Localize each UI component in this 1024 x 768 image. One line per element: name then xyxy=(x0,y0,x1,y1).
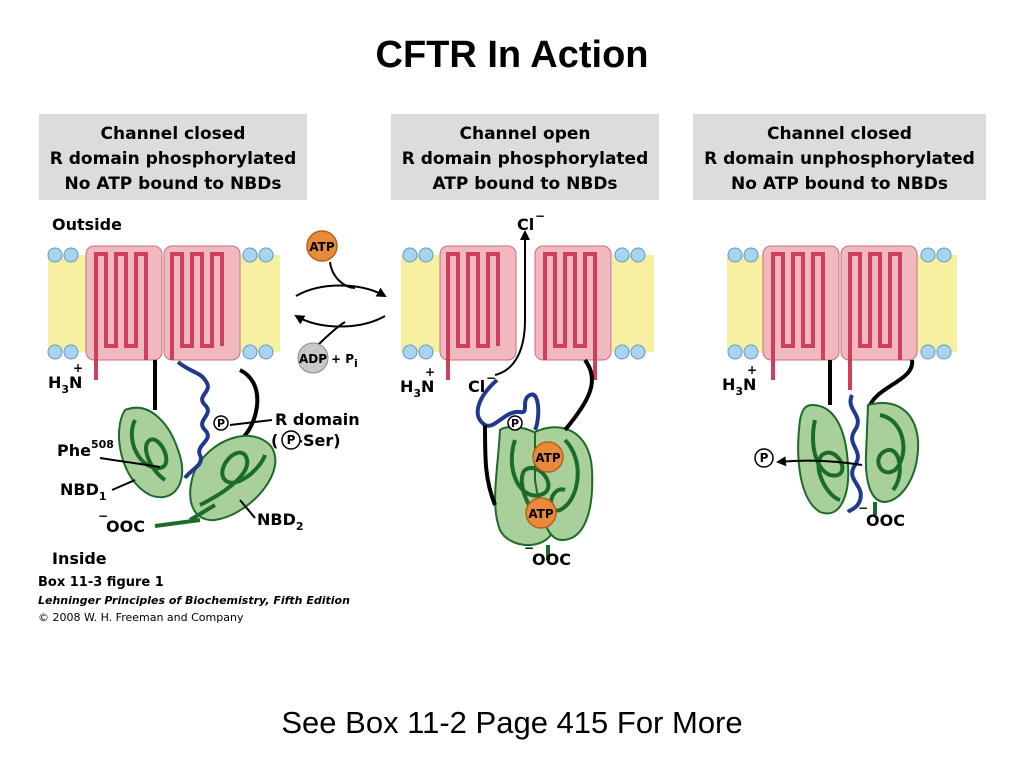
svg-text:P: P xyxy=(217,417,225,430)
outside-label: Outside xyxy=(52,215,122,234)
panel-header-line: ATP bound to NBDs xyxy=(432,174,618,194)
r-domain-label: R domain xyxy=(275,410,360,429)
svg-text:+: + xyxy=(747,363,757,377)
svg-text:P: P xyxy=(511,417,519,430)
reverse-arrow xyxy=(294,314,386,328)
adp-icon xyxy=(297,342,329,374)
transmembrane-helices xyxy=(170,252,224,360)
c-terminus-label: OOC xyxy=(866,511,905,530)
transmembrane-helices xyxy=(94,252,148,380)
phosphate-icon xyxy=(754,448,774,468)
chloride-out-label: Cl xyxy=(517,215,534,234)
lipid-bilayer xyxy=(47,247,280,360)
svg-text:−: − xyxy=(98,509,108,523)
svg-text:−: − xyxy=(524,541,534,555)
transmembrane-helices xyxy=(771,252,825,380)
svg-text:ATP: ATP xyxy=(535,451,561,465)
figure-caption-id: Box 11-3 figure 1 xyxy=(38,575,164,590)
panel-header-closed-phosphorylated: Channel closed R domain phosphorylated N… xyxy=(39,114,307,200)
svg-text:ATP: ATP xyxy=(528,507,554,521)
svg-text:ATP: ATP xyxy=(309,240,335,254)
equilibrium-arrows: ATP ADP + Pi xyxy=(294,230,387,374)
p-ser-label: (-Ser) xyxy=(271,431,341,450)
panel-header-line: R domain unphosphorylated xyxy=(704,149,975,169)
panel-header-line: No ATP bound to NBDs xyxy=(64,174,282,194)
phosphate-icon xyxy=(213,415,229,431)
slide-title: CFTR In Action xyxy=(375,34,649,76)
svg-text:ADP: ADP xyxy=(299,352,327,366)
r-domain xyxy=(846,394,863,514)
panel-header-line: No ATP bound to NBDs xyxy=(731,174,948,194)
panel-header-line: R domain phosphorylated xyxy=(401,149,649,169)
svg-text:P: P xyxy=(760,451,769,465)
c-terminus-label: OOC xyxy=(532,550,571,569)
figure-caption-source: Lehninger Principles of Biochemistry, Fi… xyxy=(38,594,350,607)
chloride-in-label: Cl xyxy=(468,377,485,396)
nbd1-label: NBD1 xyxy=(60,480,107,503)
phosphate-release-arrow xyxy=(776,456,863,467)
forward-arrow xyxy=(295,284,387,297)
svg-text:−: − xyxy=(535,209,545,223)
phosphate-icon xyxy=(281,430,301,450)
phosphate-icon xyxy=(507,415,523,431)
figure-caption-copyright: © 2008 W. H. Freeman and Company xyxy=(38,611,244,624)
pi-label: + Pi xyxy=(331,352,358,370)
inside-label: Inside xyxy=(52,549,107,568)
svg-text:+: + xyxy=(73,361,83,375)
panel-header-line: Channel open xyxy=(459,124,591,144)
phe508-label: Phe508 xyxy=(57,438,114,460)
panel-header-line: R domain phosphorylated xyxy=(49,149,297,169)
nbd2-label: NBD2 xyxy=(257,510,304,533)
panel-header-line: Channel closed xyxy=(100,124,246,144)
c-terminus-label: OOC xyxy=(106,517,145,536)
nbd2-domain xyxy=(189,435,277,522)
nbd1-domain xyxy=(118,406,184,499)
panel-header-line: Channel closed xyxy=(767,124,912,144)
transmembrane-helices xyxy=(543,252,597,380)
svg-text:−: − xyxy=(486,371,496,385)
transmembrane-helices xyxy=(848,252,902,390)
footer-note: See Box 11-2 Page 415 For More xyxy=(281,705,743,740)
panel-closed-phosphorylated: Outside H3N + xyxy=(47,215,360,568)
panel-header-closed-unphosphorylated: Channel closed R domain unphosphorylated… xyxy=(693,114,986,200)
r-domain xyxy=(176,360,210,480)
n-terminus-label: H3N xyxy=(722,375,756,398)
atp-icon xyxy=(306,230,338,262)
chloride-flow-arrow xyxy=(494,230,530,376)
n-terminus-label: H3N xyxy=(400,377,434,400)
svg-text:P: P xyxy=(287,433,296,447)
panel-open: Cl − Cl − H3N + P ATP ATP − OOC xyxy=(400,209,654,569)
r-domain xyxy=(475,378,541,431)
panel-closed-unphosphorylated: H3N + P − OOC xyxy=(722,245,957,530)
transmembrane-helices xyxy=(446,252,500,380)
svg-text:+: + xyxy=(425,365,435,379)
atp-icon xyxy=(532,441,564,473)
nbd1-domain xyxy=(797,403,850,515)
n-terminus-label: H3N xyxy=(48,373,82,396)
atp-icon xyxy=(525,497,557,529)
svg-text:−: − xyxy=(858,501,868,515)
panel-header-open: Channel open R domain phosphorylated ATP… xyxy=(391,114,659,200)
